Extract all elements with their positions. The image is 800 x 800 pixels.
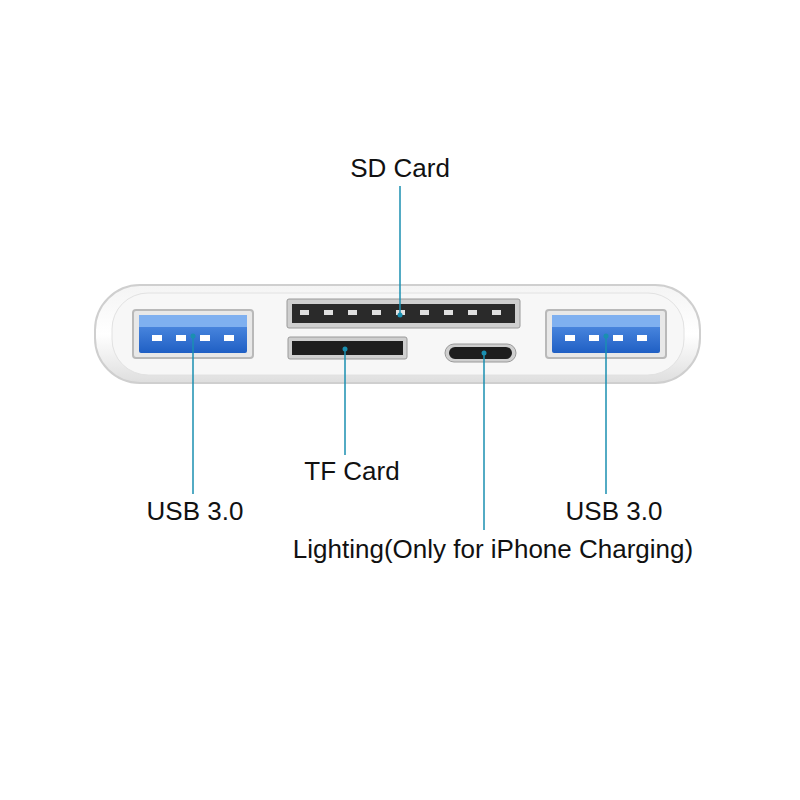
sd-card-slot bbox=[287, 299, 520, 328]
sd-pin bbox=[348, 310, 357, 315]
leader-line bbox=[399, 186, 401, 315]
sd-pin bbox=[372, 310, 381, 315]
part-label: USB 3.0 bbox=[566, 498, 663, 524]
tf-card-slot bbox=[288, 337, 407, 359]
part-label: USB 3.0 bbox=[147, 498, 244, 524]
leader-line bbox=[605, 336, 607, 494]
leader-line bbox=[483, 353, 485, 530]
part-label: TF Card bbox=[304, 458, 399, 484]
sd-pin bbox=[444, 310, 453, 315]
hub-face bbox=[112, 293, 684, 375]
sd-pin bbox=[420, 310, 429, 315]
hub-body bbox=[95, 285, 700, 383]
leader-line bbox=[192, 336, 194, 494]
sd-pin bbox=[324, 310, 333, 315]
sd-pin bbox=[492, 310, 501, 315]
part-label: Lighting(Only for iPhone Charging) bbox=[293, 536, 693, 562]
sd-pin bbox=[468, 310, 477, 315]
sd-pin bbox=[300, 310, 309, 315]
lightning-port bbox=[445, 344, 516, 362]
part-label: SD Card bbox=[350, 155, 450, 181]
leader-line bbox=[344, 349, 346, 455]
